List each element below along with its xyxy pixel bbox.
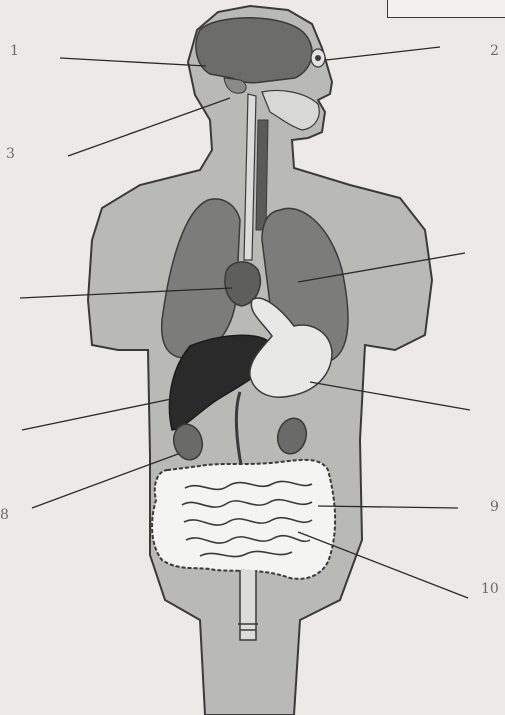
label-9: 9: [490, 500, 499, 514]
leader-line-2: [326, 47, 440, 60]
trachea: [256, 120, 268, 230]
label-3: 3: [6, 147, 15, 161]
label-1: 1: [10, 44, 19, 58]
leader-line-1: [60, 58, 206, 66]
leader-line-3: [68, 98, 230, 156]
answer-box: [387, 0, 505, 18]
label-8: 8: [0, 508, 9, 522]
brain: [196, 18, 312, 83]
label-2: 2: [490, 44, 499, 58]
eye-pupil: [315, 55, 321, 61]
label-10: 10: [481, 582, 499, 596]
